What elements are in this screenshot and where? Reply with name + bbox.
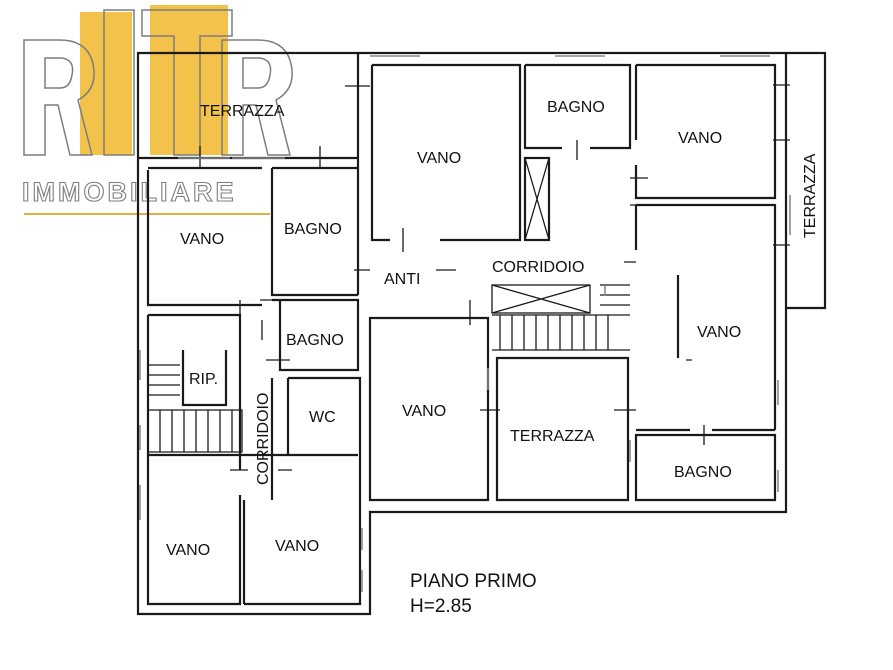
logo-gold-block-right	[150, 5, 228, 155]
label-bagno-bottom-right: BAGNO	[674, 464, 732, 481]
logo-letter-r-left	[23, 39, 95, 156]
label-terrazza-center: TERRAZZA	[510, 428, 595, 445]
room-labels: TERRAZZA VANO BAGNO VANO TERRAZZA VANO B…	[166, 99, 819, 559]
floor-name: PIANO PRIMO	[410, 571, 537, 592]
terrazza-center-walls	[495, 356, 630, 502]
logo-gold-block-left	[80, 12, 132, 155]
label-vano-right: VANO	[697, 324, 741, 341]
floor-height: H=2.85	[410, 596, 472, 617]
window-marks	[139, 55, 791, 592]
label-wc: WC	[309, 409, 336, 426]
stairs-left	[148, 364, 243, 453]
door-marks	[199, 84, 790, 471]
label-vano-center: VANO	[402, 403, 446, 420]
label-terrazza-right: TERRAZZA	[802, 153, 819, 238]
label-vano-bottom-left: VANO	[166, 542, 210, 559]
label-vano-bottom-mid: VANO	[275, 538, 319, 555]
label-corridoio-vertical: CORRIDOIO	[255, 393, 272, 485]
lift-shaft	[523, 156, 551, 242]
walls	[136, 51, 827, 616]
label-terrazza-top: TERRAZZA	[200, 103, 285, 120]
label-vano-upper-left: VANO	[180, 231, 224, 248]
floor-info: PIANO PRIMO H=2.85	[410, 571, 537, 617]
bagno-left-walls	[270, 168, 362, 455]
bagno-bottom-right-walls	[634, 433, 777, 502]
bagno-top-walls	[523, 63, 632, 150]
logo-watermark: IMMOBILIARE	[21, 5, 293, 215]
label-corridoio-main: CORRIDOIO	[492, 259, 584, 276]
vano-top-right-walls	[634, 63, 777, 200]
label-anti: ANTI	[384, 271, 420, 288]
vano-top-center-walls	[370, 63, 522, 242]
label-bagno-mid: BAGNO	[286, 332, 344, 349]
label-bagno-left: BAGNO	[284, 221, 342, 238]
rip-walls	[148, 313, 242, 407]
label-vano-top-center: VANO	[417, 150, 461, 167]
vano-center-walls	[368, 316, 490, 502]
vano-right-walls	[634, 203, 777, 432]
logo-letter-i	[103, 9, 135, 156]
outer-wall	[136, 51, 827, 616]
label-bagno-top: BAGNO	[547, 99, 605, 116]
corridoio-left-walls	[238, 330, 274, 500]
logo-letter-r-right	[221, 39, 293, 156]
stairs-center	[491, 284, 630, 351]
logo-brand-text: IMMOBILIARE	[22, 177, 237, 207]
label-rip: RIP.	[189, 371, 218, 388]
label-vano-top-right: VANO	[678, 130, 722, 147]
